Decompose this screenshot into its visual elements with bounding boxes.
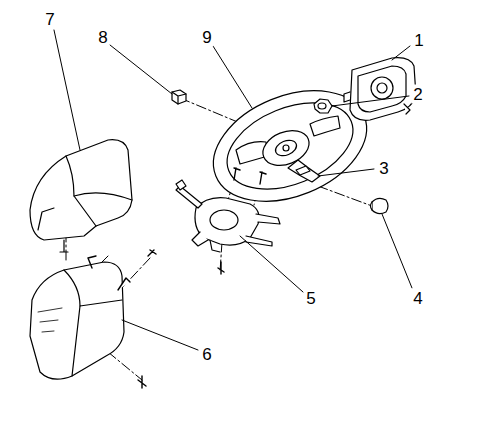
- trim-cap: [172, 90, 186, 104]
- upper-column-cover: [30, 140, 132, 252]
- callout-number: 4: [411, 289, 424, 308]
- callout-number: 5: [304, 289, 317, 308]
- trim-cap: [371, 198, 389, 213]
- callout-number: 7: [43, 10, 56, 29]
- callout-number: 8: [96, 28, 109, 47]
- hex-nut: [314, 99, 332, 113]
- lower-column-cover: [30, 250, 156, 388]
- callout-number: 1: [412, 31, 425, 50]
- leader-line: [54, 30, 412, 350]
- callout-number: 3: [377, 159, 390, 178]
- callout-number: 6: [200, 345, 213, 364]
- callout-number: 2: [411, 85, 424, 104]
- callout-number: 9: [200, 28, 213, 47]
- airbag-module: [344, 58, 416, 121]
